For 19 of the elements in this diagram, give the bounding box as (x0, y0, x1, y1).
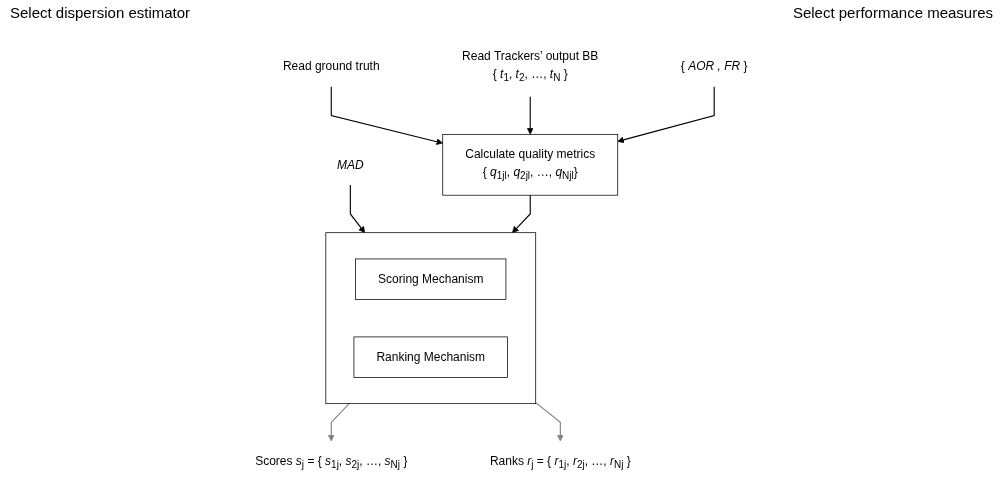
node-text: Scores s$_{j}$ = { s$_{1j}$, s$_{2j}$, …, s$_{Nj}$ } (255, 454, 408, 471)
heading-note: Select performance measures (792, 4, 993, 23)
node-box: Ranking Mechanism (353, 336, 509, 378)
node-text: Read Trackers’ output BB { t$_{1}$, t$_{2}$, …, t$_{N}$ } (462, 49, 599, 84)
cluster (325, 232, 537, 405)
node-text: MAD (337, 158, 364, 171)
arrow (512, 194, 531, 233)
arrow (330, 86, 444, 145)
arrow (617, 86, 715, 144)
node-box: Scoring Mechanism (355, 258, 507, 300)
arrow (527, 96, 534, 135)
node-text: { AOR , FR } (680, 59, 748, 73)
node-box: Calculate quality metrics { q$_{1jl}$, q$_{2jl}$, …, q$_{Njl}$} (442, 133, 619, 196)
node-text: Read ground truth (283, 59, 380, 73)
node-text: Ranks r$_{j}$ = { r$_{1j}$, r$_{2j}$, …, r$_{Nj}$ } (490, 454, 631, 471)
arrow (349, 184, 366, 233)
arrow (535, 402, 564, 442)
arrow (328, 403, 350, 442)
heading-note: Select dispersion estimator (10, 4, 191, 23)
